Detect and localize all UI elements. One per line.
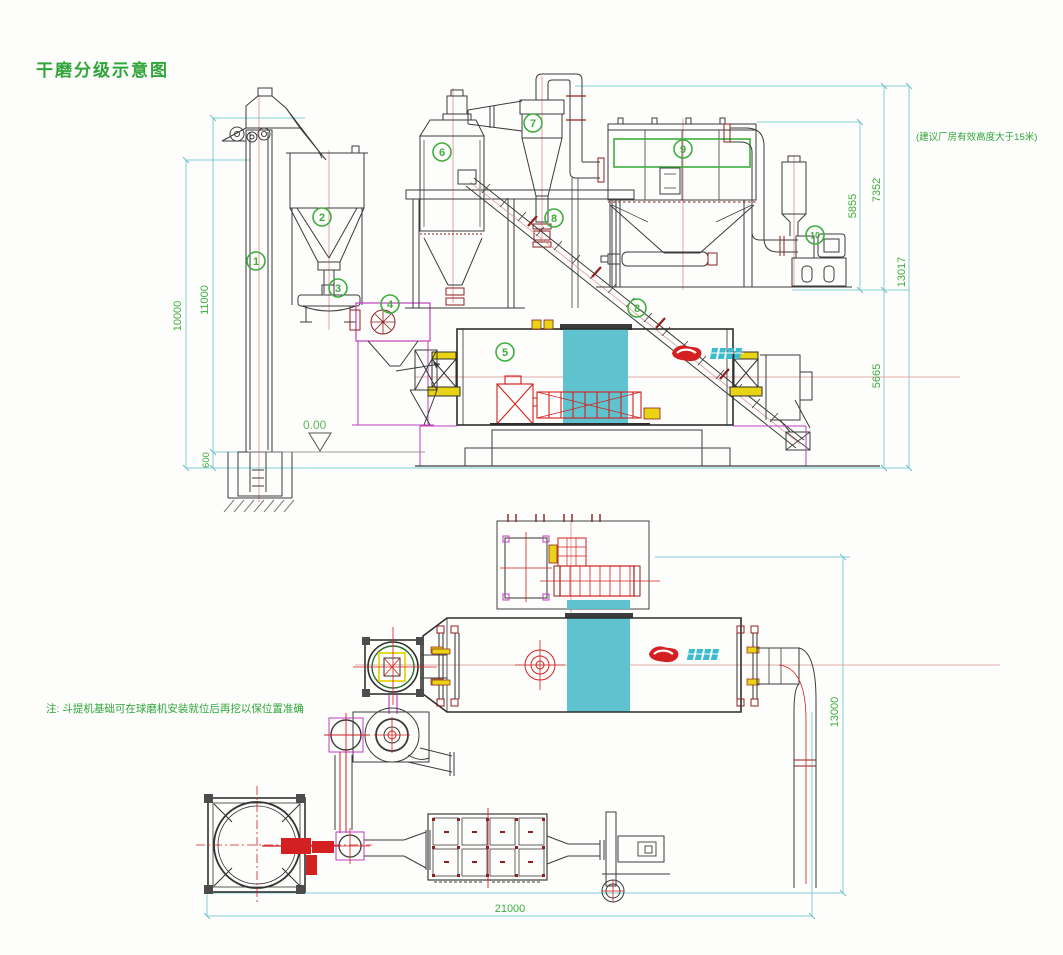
label-hopper: 2	[312, 207, 332, 227]
drawing-title: 干磨分级示意图	[36, 60, 169, 80]
svg-text:6: 6	[439, 147, 445, 159]
svg-text:4: 4	[387, 299, 394, 311]
discharge-duct-plan	[756, 647, 817, 888]
svg-text:8: 8	[634, 303, 640, 315]
label-fan: 10	[805, 225, 825, 245]
square-tank-plan	[196, 786, 431, 902]
svg-text:1: 1	[253, 256, 259, 268]
label-classifier: 6	[432, 142, 452, 162]
brand-logo-plan	[649, 646, 722, 663]
label-cyclone-discharge: 8	[544, 208, 564, 228]
green-highlight-band	[613, 138, 751, 168]
cyclone	[519, 73, 605, 308]
svg-text:10: 10	[810, 231, 820, 241]
plan-view: 13000 21000	[196, 514, 1000, 920]
label-bag-filter: 9	[673, 139, 693, 159]
dimension-lines-elevation	[182, 82, 913, 472]
elevation-view: 0.00 10000 11000 600 5855 7352 13017 566…	[172, 73, 960, 513]
svg-text:8: 8	[551, 213, 557, 225]
scroll-fan-plan	[324, 707, 455, 833]
bag-filter	[596, 117, 852, 288]
label-conveyor: 8	[627, 298, 647, 318]
svg-text:9: 9	[680, 144, 686, 156]
level-value: 0.00	[303, 418, 327, 432]
label-ball-mill: 5	[495, 342, 515, 362]
hopper	[286, 145, 368, 305]
svg-text:7: 7	[530, 118, 536, 130]
label-cyclone: 7	[523, 113, 543, 133]
classifier	[405, 89, 635, 309]
bucket-elevator-elevation	[221, 87, 327, 513]
dim-600: 600	[201, 452, 212, 468]
height-note: (建议厂房有效高度大于15米)	[916, 131, 1037, 143]
ball-mill-plan	[422, 613, 760, 713]
level-marker: 0.00	[248, 418, 425, 453]
dim-5665: 5665	[871, 364, 883, 388]
feed-trolley-plan	[353, 627, 451, 714]
fan-silencer	[723, 123, 847, 287]
drive-unit-plan	[496, 514, 660, 610]
dim-13017: 13017	[896, 257, 908, 288]
centerlines-elevation	[258, 76, 960, 502]
label-screw-feeder: 4	[380, 294, 400, 314]
foundation-note: 注: 斗提机基础可在球磨机安装就位后再挖以保位置准确	[46, 702, 304, 715]
dim-7352: 7352	[871, 178, 883, 202]
equipment-labels: 1 2 3 4 5 6 7 8 8 9 10	[246, 113, 825, 362]
centerlines-plan	[355, 521, 1000, 666]
dim-10000: 10000	[172, 301, 184, 332]
label-vibrating-feeder: 3	[328, 278, 348, 298]
dim-13000: 13000	[829, 697, 841, 728]
svg-text:2: 2	[319, 212, 325, 224]
dim-21000: 21000	[495, 903, 526, 915]
dim-11000: 11000	[199, 285, 211, 315]
svg-text:3: 3	[335, 283, 341, 295]
brand-logo-elevation	[672, 345, 745, 362]
dim-5855: 5855	[847, 194, 859, 218]
ball-mill-elevation	[409, 319, 880, 467]
label-bucket-elevator: 1	[246, 251, 266, 271]
filter-plan-grid	[427, 808, 670, 903]
svg-text:5: 5	[502, 347, 508, 359]
screw-feeder	[349, 302, 441, 426]
dimension-lines-plan	[203, 553, 850, 920]
